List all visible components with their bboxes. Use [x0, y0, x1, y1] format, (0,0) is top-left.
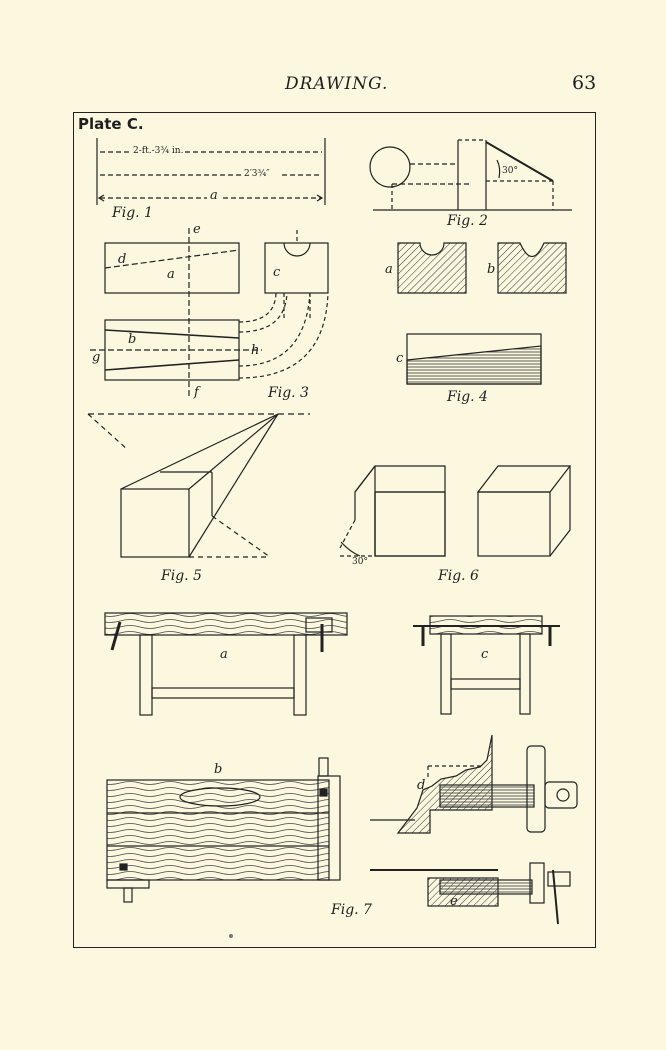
fig3-label-a: a — [167, 267, 175, 282]
fig1-dimension-mid: 2′3¾″ — [244, 169, 270, 179]
fig3-label-g: g — [92, 350, 101, 365]
fig1-label-a: a — [210, 188, 218, 203]
fig7-label-e: e — [450, 894, 458, 909]
fig7-label-c: c — [481, 647, 489, 662]
fig7-caption: Fig. 7 — [331, 902, 372, 918]
fig3-caption: Fig. 3 — [268, 385, 309, 401]
fig3-drawing — [90, 228, 329, 398]
fig7-label-a: a — [220, 647, 228, 662]
fig3-label-h: h — [251, 343, 260, 358]
fig3-label-c: c — [273, 265, 281, 280]
fig7-label-b: b — [214, 762, 223, 777]
running-title: DRAWING. — [285, 74, 389, 94]
fig2-drawing — [369, 139, 572, 211]
fig7c-drawing — [413, 615, 560, 715]
plate-frame: Plate C. — [73, 112, 596, 948]
fig7a-drawing — [104, 612, 348, 716]
fig7-label-d: d — [417, 778, 426, 793]
fig1-dimension-top: 2-ft.-3¾ in. — [133, 146, 184, 156]
fig4-label-a: a — [385, 262, 393, 277]
fig6-angle-label: 30° — [352, 557, 368, 567]
fig4-caption: Fig. 4 — [447, 389, 488, 405]
fig3-label-b: b — [128, 332, 137, 347]
ink-speck — [229, 934, 233, 938]
fig3-label-e: e — [193, 222, 201, 237]
fig6-drawing — [339, 465, 572, 557]
fig4-label-b: b — [487, 262, 496, 277]
fig4-drawing — [397, 242, 567, 385]
plate-title: Plate C. — [78, 115, 144, 133]
fig2-angle-label: 30° — [502, 166, 518, 176]
fig2-caption: Fig. 2 — [447, 213, 488, 229]
fig5-caption: Fig. 5 — [161, 568, 202, 584]
fig7de-drawing — [370, 734, 578, 925]
fig4-label-c: c — [396, 351, 404, 366]
fig3-label-f: f — [194, 385, 199, 400]
fig6-caption: Fig. 6 — [438, 568, 479, 584]
fig1-drawing — [96, 138, 326, 205]
fig1-caption: Fig. 1 — [112, 205, 153, 221]
page-number: 63 — [572, 72, 597, 94]
page-header: DRAWING. 63 — [0, 70, 666, 100]
fig5-drawing — [87, 413, 310, 558]
fig7b-drawing — [106, 757, 341, 903]
fig3-label-d: d — [118, 252, 127, 267]
